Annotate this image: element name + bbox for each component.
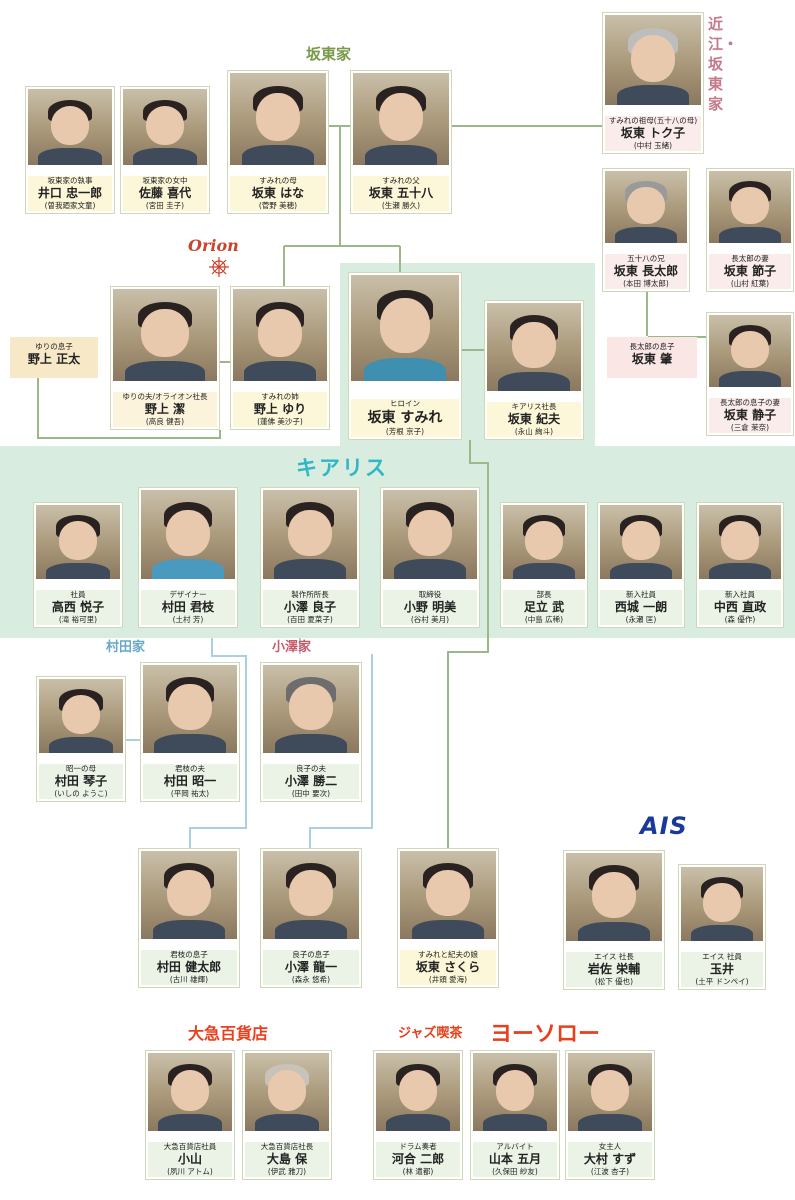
photo	[123, 89, 207, 165]
card-ryoko: 製作所所長小澤 良子(百田 夏菜子)	[260, 487, 360, 628]
card-ryuichi: 良子の息子小澤 龍一(森永 悠希)	[260, 848, 362, 988]
photo	[566, 853, 662, 941]
compass-icon	[209, 257, 229, 277]
photo	[351, 275, 459, 381]
group-jazz: ジャズ喫茶	[398, 1026, 463, 1041]
card-naomasa: 新入社員中西 直政(森 優作)	[696, 502, 784, 628]
card-sumire: ヒロイン坂東 すみれ(芳根 京子)	[348, 272, 462, 440]
card-kentaro: 君枝の息子村田 健太郎(古川 雄輝)	[138, 848, 240, 988]
card-hana: すみれの母坂東 はな(菅野 美穂)	[227, 70, 329, 214]
group-murata: 村田家	[106, 640, 146, 655]
card-takeshi: 部長足立 武(中島 広稀)	[500, 502, 588, 628]
card-chotaro: 五十八の兄坂東 長太郎(本田 博太郎)	[602, 168, 690, 292]
photo	[383, 490, 477, 579]
photo	[148, 1053, 232, 1131]
card-kiyoshi: ゆりの夫/オライオン社長野上 潔(高良 健吾)	[110, 286, 220, 430]
card-katsuji: 良子の夫小澤 勝二(田中 要次)	[260, 662, 362, 802]
photo	[36, 505, 120, 579]
card-shizuko: 長太郎の息子の妻坂東 静子(三倉 茉奈)	[706, 312, 794, 436]
photo	[263, 490, 357, 579]
photo	[141, 851, 237, 939]
photo	[568, 1053, 652, 1131]
photo	[353, 73, 449, 165]
photo	[263, 851, 359, 939]
photo	[473, 1053, 557, 1131]
photo	[143, 665, 237, 753]
card-tamai: エイス 社員玉井(土平 ドンペイ)	[678, 864, 766, 990]
photo	[141, 490, 235, 579]
photo	[681, 867, 763, 941]
group-omi-bando: 近江・坂東家	[708, 15, 739, 113]
photo	[487, 303, 581, 391]
group-ozawa: 小澤家	[272, 640, 312, 655]
hajime-box: 長太郎の息子 坂東 肇	[607, 337, 697, 378]
photo	[503, 505, 585, 579]
group-ais-logo: AIS	[640, 812, 688, 840]
photo	[28, 89, 112, 165]
group-orion-logo: Orion	[188, 236, 239, 255]
photo	[709, 315, 791, 387]
photo	[605, 15, 701, 105]
card-sakura: すみれと紀夫の娘坂東 さくら(井頭 愛海)	[397, 848, 499, 988]
photo	[245, 1053, 329, 1131]
card-jiro: ドラム奏者河合 二郎(林 遣都)	[373, 1050, 463, 1180]
card-akemi: 取締役小野 明美(谷村 美月)	[380, 487, 480, 628]
card-satsuki: アルバイト山本 五月(久保田 紗友)	[470, 1050, 560, 1180]
photo	[39, 679, 123, 753]
card-isoya: すみれの父坂東 五十八(生瀬 勝久)	[350, 70, 452, 214]
group-kiaris: キアリス	[296, 456, 388, 480]
card-sato: 坂東家の女中佐藤 喜代(宮田 圭子)	[120, 86, 210, 214]
card-tokuko: すみれの祖母(五十八の母)坂東 トク子(中村 玉緒)	[602, 12, 704, 154]
photo	[699, 505, 781, 579]
card-yuri: すみれの姉野上 ゆり(蓮佛 美沙子)	[230, 286, 330, 430]
group-bando: 坂東家	[306, 45, 352, 63]
photo	[263, 665, 359, 753]
card-setsuko: 長太郎の妻坂東 節子(山村 紅葉)	[706, 168, 794, 292]
card-oshima: 大急百貨店社長大島 保(伊武 雅刀)	[242, 1050, 332, 1180]
photo	[709, 171, 791, 243]
card-koyama: 大急百貨店社員小山(夙川 アトム)	[145, 1050, 235, 1180]
card-kimie: デザイナー村田 君枝(土村 芳)	[138, 487, 238, 628]
photo	[605, 171, 687, 243]
photo	[600, 505, 682, 579]
card-etsuko: 社員高西 悦子(滝 裕可里)	[33, 502, 123, 628]
card-eisuke: エイス 社長岩佐 栄輔(松下 優也)	[563, 850, 665, 990]
photo	[400, 851, 496, 939]
photo	[376, 1053, 460, 1131]
group-yosoro: ヨーソロー	[490, 1022, 601, 1047]
card-kotoko: 昭一の母村田 琴子(いしの ようこ)	[36, 676, 126, 802]
photo	[233, 289, 327, 381]
masata-box: ゆりの息子 野上 正太	[10, 337, 98, 378]
card-iguchi: 坂東家の執事井口 忠一郎(曽我廼家文童)	[25, 86, 115, 214]
group-daikyu: 大急百貨店	[188, 1024, 269, 1043]
card-norio: キアリス社長坂東 紀夫(永山 絢斗)	[484, 300, 584, 440]
photo	[113, 289, 217, 381]
card-ichiro: 新入社員西城 一朗(永瀬 匡)	[597, 502, 685, 628]
card-suzu: 女主人大村 すず(江波 杏子)	[565, 1050, 655, 1180]
photo	[230, 73, 326, 165]
card-shoichi: 君枝の夫村田 昭一(平岡 祐太)	[140, 662, 240, 802]
